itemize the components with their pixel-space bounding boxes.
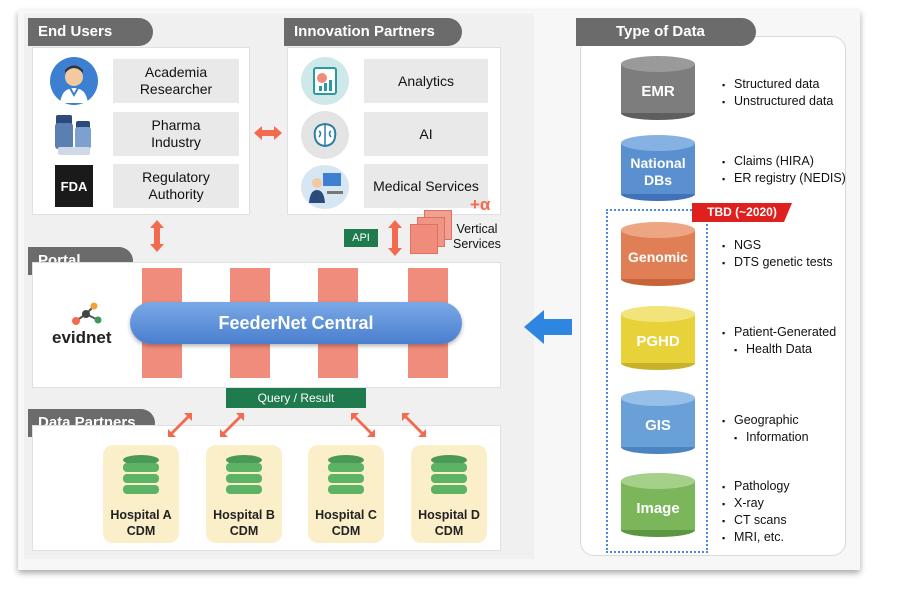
connector-bottom-3: [318, 340, 358, 378]
partner-ai: AI: [364, 112, 488, 156]
end-users-title: End Users: [28, 18, 153, 46]
double-arrow-vertical-api: [388, 220, 402, 256]
hospital-d-label: Hospital D CDM: [418, 508, 480, 538]
fda-logo: FDA: [55, 165, 93, 207]
bullet-item: ER registry (NEDIS): [722, 170, 846, 187]
connector-bottom-2: [230, 340, 270, 378]
db-genomic: Genomic: [620, 221, 696, 287]
db-emr-label: EMR: [641, 82, 675, 100]
db-gis-bullets: Geographic Information: [722, 412, 809, 446]
db-national-bullets: Claims (HIRA) ER registry (NEDIS): [722, 153, 846, 187]
cylinder-icon: [621, 56, 695, 120]
stack-square-front: [410, 224, 438, 254]
tbd-dashed-group: [606, 209, 708, 553]
end-user-regulatory: Regulatory Authority: [113, 164, 239, 208]
db-national-label: National DBs: [630, 155, 686, 188]
db-image-label: Image: [636, 499, 680, 517]
query-result-label: Query / Result: [226, 388, 366, 408]
pills-icon: [50, 111, 98, 157]
feedernet-central-bar: FeederNet Central: [130, 302, 462, 344]
bullet-item: Pathology: [722, 478, 790, 495]
medical-services-icon: [301, 165, 349, 209]
db-image: Image: [620, 472, 696, 538]
connector-top-1: [142, 268, 182, 306]
partner-analytics: Analytics: [364, 59, 488, 103]
end-user-pharma: Pharma Industry: [113, 112, 239, 156]
bullet-item: MRI, etc.: [722, 529, 790, 546]
bullet-item: Structured data: [722, 76, 833, 93]
db-pghd: PGHD: [620, 305, 696, 371]
bullet-item: X-ray: [722, 495, 790, 512]
database-icon: [328, 455, 364, 494]
connector-bottom-1: [142, 340, 182, 378]
arrow-hospital-c: [351, 413, 375, 437]
cylinder-icon: [621, 473, 695, 537]
bullet-item: Information: [722, 429, 809, 446]
hospital-d-card: Hospital D CDM: [411, 445, 487, 543]
bullet-item: CT scans: [722, 512, 790, 529]
db-national: National DBs: [620, 134, 696, 202]
big-left-arrow: [524, 310, 572, 344]
partner-medical-services: Medical Services: [364, 164, 488, 208]
evidnet-logo-icon: [72, 302, 102, 325]
doctor-icon: [50, 57, 98, 105]
analytics-icon: [301, 57, 349, 105]
db-emr: EMR: [620, 55, 696, 121]
double-arrow-vertical-left: [150, 220, 164, 252]
bullet-item: Claims (HIRA): [722, 153, 846, 170]
innovation-partners-title: Innovation Partners: [284, 18, 462, 46]
bullet-item: Geographic: [722, 412, 809, 429]
cylinder-icon: [621, 390, 695, 454]
plus-alpha: +α: [470, 195, 491, 214]
brain-icon: [301, 111, 349, 159]
tbd-badge: TBD (~2020): [692, 203, 792, 222]
connector-bottom-4: [408, 340, 448, 378]
cylinder-icon: [621, 222, 695, 286]
db-gis: GIS: [620, 389, 696, 455]
db-genomic-label: Genomic: [628, 248, 688, 265]
type-of-data-title: Type of Data: [576, 18, 756, 46]
evidnet-logo-text: evidnet: [52, 328, 112, 347]
vertical-services-stack: [410, 210, 454, 256]
connector-top-2: [230, 268, 270, 306]
hospital-c-card: Hospital C CDM: [308, 445, 384, 543]
cylinder-icon: [621, 135, 695, 201]
bullet-item: Patient-Generated: [722, 324, 836, 341]
db-gis-label: GIS: [645, 416, 671, 434]
hospital-b-card: Hospital B CDM: [206, 445, 282, 543]
database-icon: [123, 455, 159, 494]
api-label: API: [344, 229, 378, 247]
vertical-services-label: Vertical Services: [453, 222, 501, 251]
arrow-hospital-a: [168, 413, 192, 437]
double-arrow-horizontal: [254, 126, 282, 140]
bullet-item: DTS genetic tests: [722, 254, 833, 271]
db-pghd-bullets: Patient-Generated Health Data: [722, 324, 836, 358]
right-panel: [580, 36, 846, 556]
bullet-item: Unstructured data: [722, 93, 833, 110]
db-genomic-bullets: NGS DTS genetic tests: [722, 237, 833, 271]
database-icon: [431, 455, 467, 494]
arrow-hospital-b: [220, 413, 244, 437]
db-pghd-label: PGHD: [636, 332, 680, 350]
db-emr-bullets: Structured data Unstructured data: [722, 76, 833, 110]
connector-top-3: [318, 268, 358, 306]
db-image-bullets: Pathology X-ray CT scans MRI, etc.: [722, 478, 790, 546]
bullet-item: NGS: [722, 237, 833, 254]
hospital-a-card: Hospital A CDM: [103, 445, 179, 543]
end-user-academia: Academia Researcher: [113, 59, 239, 103]
arrow-hospital-d: [402, 413, 426, 437]
hospital-c-label: Hospital C CDM: [315, 508, 377, 538]
hospital-b-label: Hospital B CDM: [213, 508, 275, 538]
database-icon: [226, 455, 262, 494]
cylinder-icon: [621, 306, 695, 370]
connector-top-4: [408, 268, 448, 306]
hospital-a-label: Hospital A CDM: [110, 508, 172, 538]
bullet-item: Health Data: [722, 341, 836, 358]
